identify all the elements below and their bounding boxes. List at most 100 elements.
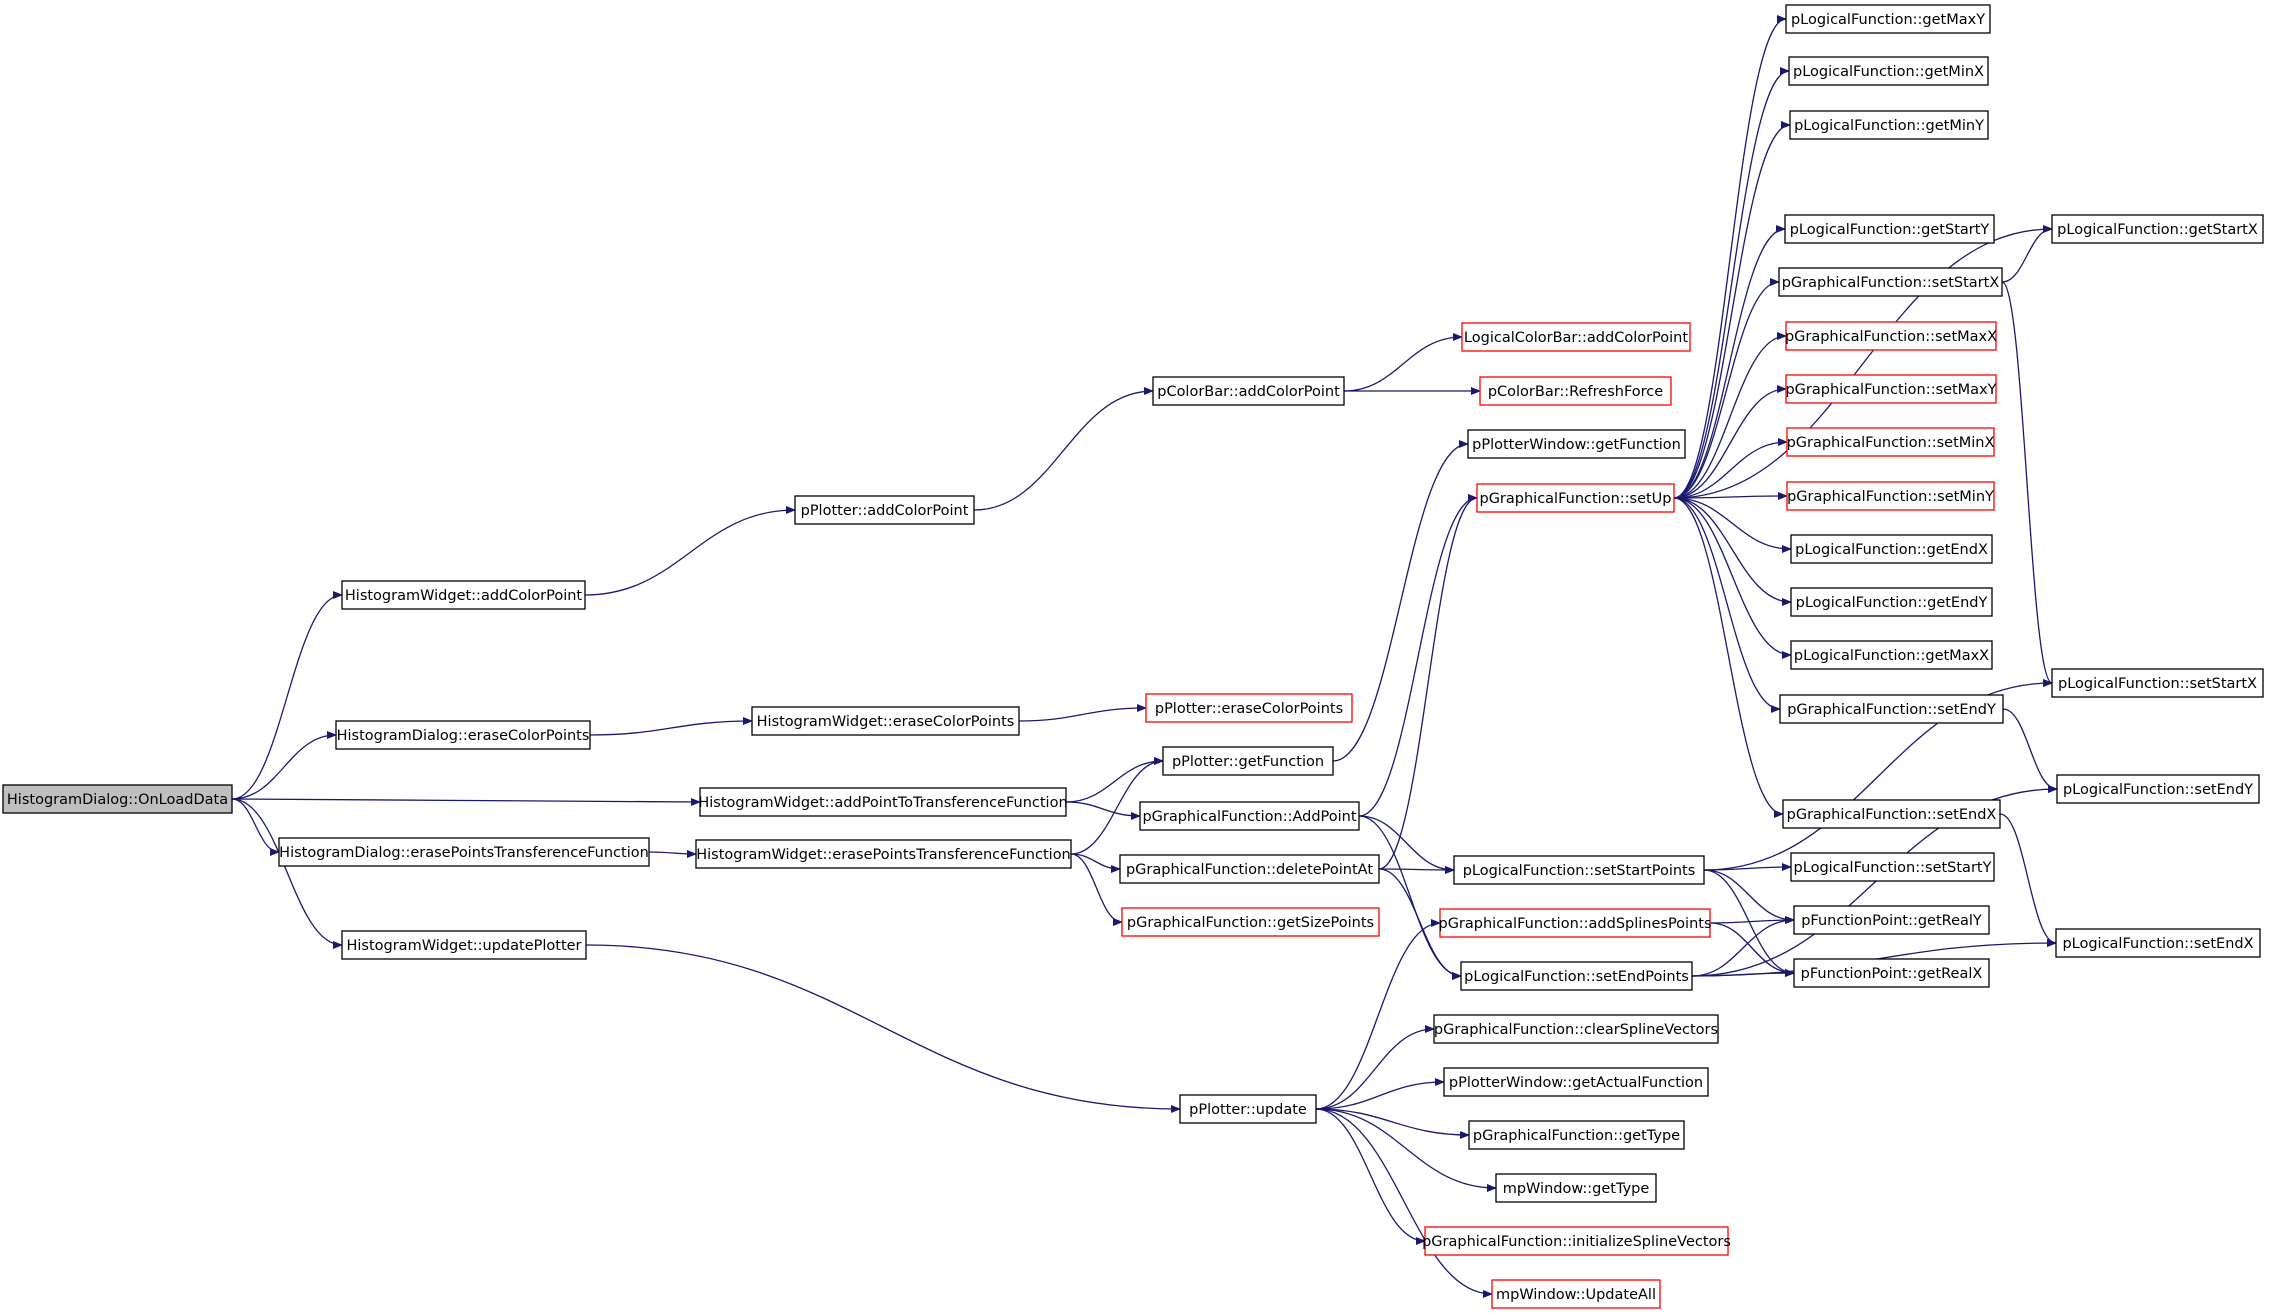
node-pplotter-erasecolorpoints[interactable]: pPlotter::eraseColorPoints — [1145, 693, 1353, 723]
call-edge-n0-n4 — [231, 798, 280, 856]
call-edge-n19-n39 — [1673, 497, 1792, 606]
node-box — [1433, 1014, 1719, 1044]
node-pgraphicalfunction-setendy[interactable]: pGraphicalFunction::setEndY — [1779, 694, 2004, 724]
node-label: pGraphicalFunction::setEndX — [1787, 807, 1997, 823]
node-pcolorbar-refreshforce[interactable]: pColorBar::RefreshForce — [1479, 376, 1672, 406]
node-pfunctionpoint-getrealy[interactable]: pFunctionPoint::getRealY — [1793, 905, 1990, 935]
node-plogicalfunction-setendpoints[interactable]: pLogicalFunction::setEndPoints — [1460, 961, 1693, 991]
node-label: pLogicalFunction::setEndX — [2062, 936, 2253, 952]
node-pgraphicalfunction-initializesplinevectors[interactable]: pGraphicalFunction::initializeSplineVect… — [1422, 1226, 1731, 1256]
node-histogramwidget-addpointtotransferencefunction[interactable]: HistogramWidget::addPointToTransferenceF… — [698, 787, 1068, 817]
call-edge-n21-n44 — [1709, 916, 1795, 925]
node-label: HistogramWidget::addPointToTransferenceF… — [698, 795, 1067, 811]
call-edge-n13-n19 — [1378, 494, 1478, 870]
call-edge-n15-n28 — [1315, 1108, 1493, 1298]
node-box — [1785, 4, 1991, 34]
node-plogicalfunction-getendy[interactable]: pLogicalFunction::getEndY — [1790, 587, 1993, 617]
node-plogicalfunction-setendy[interactable]: pLogicalFunction::setEndY — [2056, 774, 2260, 804]
node-plogicalfunction-getmaxx[interactable]: pLogicalFunction::getMaxX — [1790, 640, 1993, 670]
node-histogramwidget-erasecolorpoints[interactable]: HistogramWidget::eraseColorPoints — [751, 706, 1020, 736]
node-pgraphicalfunction-addsplinespoints[interactable]: pGraphicalFunction::addSplinesPoints — [1438, 908, 1712, 938]
node-box — [1467, 429, 1686, 459]
call-edge-n12-n20 — [1358, 815, 1455, 874]
call-edge-n4-n8 — [648, 849, 697, 858]
call-edge-n8-n11 — [1070, 757, 1164, 855]
node-pplotter-update[interactable]: pPlotter::update — [1179, 1094, 1317, 1124]
call-edge-n0-n2 — [231, 731, 337, 800]
node-box — [794, 495, 975, 525]
node-box — [2055, 928, 2261, 958]
node-plogicalfunction-setendx[interactable]: pLogicalFunction::setEndX — [2055, 928, 2261, 958]
node-histogramwidget-erasepointstransferencefunction[interactable]: HistogramWidget::erasePointsTransference… — [695, 839, 1072, 869]
node-pgraphicalfunction-setmaxx[interactable]: pGraphicalFunction::setMaxX — [1785, 321, 1997, 351]
node-plogicalfunction-setstartpoints[interactable]: pLogicalFunction::setStartPoints — [1453, 855, 1705, 885]
call-edge-n19-n35 — [1673, 385, 1787, 499]
node-pcolorbar-addcolorpoint[interactable]: pColorBar::addColorPoint — [1152, 376, 1345, 406]
node-histogramdialog-onloaddata[interactable]: HistogramDialog::OnLoadData — [2, 784, 233, 814]
node-pgraphicalfunction-deletepointat[interactable]: pGraphicalFunction::deletePointAt — [1119, 854, 1380, 884]
node-box — [1779, 694, 2004, 724]
node-pgraphicalfunction-setstartx[interactable]: pGraphicalFunction::setStartX — [1778, 267, 2003, 297]
node-label: pLogicalFunction::getMaxX — [1794, 648, 1989, 664]
node-histogramwidget-updateplotter[interactable]: HistogramWidget::updatePlotter — [341, 930, 587, 960]
call-edge-n15-n26 — [1315, 1108, 1497, 1192]
node-box — [1491, 1279, 1661, 1309]
node-box — [1778, 267, 2003, 297]
node-pgraphicalfunction-setminy[interactable]: pGraphicalFunction::setMinY — [1786, 481, 1995, 511]
node-pplotterwindow-getfunction[interactable]: pPlotterWindow::getFunction — [1467, 429, 1686, 459]
call-edge-n19-n38 — [1673, 497, 1792, 553]
node-label: pLogicalFunction::setStartX — [2058, 676, 2257, 692]
call-edge-n7-n10 — [1018, 704, 1147, 722]
node-pgraphicalfunction-addpoint[interactable]: pGraphicalFunction::AddPoint — [1139, 801, 1360, 831]
node-plogicalfunction-setstarty[interactable]: pLogicalFunction::setStartY — [1790, 852, 1995, 882]
node-label: HistogramWidget::addColorPoint — [345, 588, 583, 604]
node-label: pColorBar::RefreshForce — [1488, 384, 1663, 400]
node-plogicalfunction-getstartx[interactable]: pLogicalFunction::getStartX — [2051, 214, 2264, 244]
node-box — [278, 837, 650, 867]
node-pfunctionpoint-getrealx[interactable]: pFunctionPoint::getRealX — [1793, 958, 1990, 988]
call-edge-n33-n47 — [2001, 281, 2053, 687]
node-label: pGraphicalFunction::setStartX — [1782, 275, 2000, 291]
call-edge-n3-n11 — [1065, 757, 1164, 803]
node-box — [1790, 852, 1995, 882]
node-box — [751, 706, 1020, 736]
node-box — [1162, 746, 1334, 776]
function-nodes: HistogramDialog::OnLoadDataHistogramWidg… — [2, 4, 2264, 1309]
node-box — [695, 839, 1072, 869]
node-plogicalfunction-getstarty[interactable]: pLogicalFunction::getStartY — [1784, 214, 1995, 244]
node-box — [1139, 801, 1360, 831]
call-edge-n19-n40 — [1673, 497, 1792, 659]
node-label: pLogicalFunction::setEndY — [2063, 782, 2253, 798]
node-plogicalfunction-getendx[interactable]: pLogicalFunction::getEndX — [1790, 534, 1993, 564]
node-pgraphicalfunction-getsizepoints[interactable]: pGraphicalFunction::getSizePoints — [1121, 907, 1380, 937]
node-pgraphicalfunction-gettype[interactable]: pGraphicalFunction::getType — [1468, 1120, 1685, 1150]
node-pgraphicalfunction-setendx[interactable]: pGraphicalFunction::setEndX — [1782, 799, 2001, 829]
node-plogicalfunction-setstartx[interactable]: pLogicalFunction::setStartX — [2051, 668, 2264, 698]
node-label: pLogicalFunction::getEndX — [1795, 542, 1988, 558]
node-plogicalfunction-getmaxy[interactable]: pLogicalFunction::getMaxY — [1785, 4, 1991, 34]
node-pgraphicalfunction-clearsplinevectors[interactable]: pGraphicalFunction::clearSplineVectors — [1433, 1014, 1719, 1044]
call-edge-n42-n49 — [1999, 813, 2057, 947]
node-mpwindow-gettype[interactable]: mpWindow::getType — [1495, 1173, 1657, 1203]
call-edge-n41-n48 — [2002, 708, 2058, 793]
call-edge-n13-n22 — [1378, 868, 1462, 980]
node-pgraphicalfunction-setminx[interactable]: pGraphicalFunction::setMinX — [1786, 427, 1995, 457]
call-edge-n13-n20 — [1378, 865, 1455, 874]
node-pgraphicalfunction-setup[interactable]: pGraphicalFunction::setUp — [1476, 483, 1675, 513]
node-plogicalfunction-getminx[interactable]: pLogicalFunction::getMinX — [1788, 56, 1989, 86]
node-pplotter-addcolorpoint[interactable]: pPlotter::addColorPoint — [794, 495, 975, 525]
node-box — [1784, 214, 1995, 244]
node-mpwindow-updateall[interactable]: mpWindow::UpdateAll — [1491, 1279, 1661, 1309]
node-pplotterwindow-getactualfunction[interactable]: pPlotterWindow::getActualFunction — [1443, 1067, 1709, 1097]
node-pgraphicalfunction-setmaxy[interactable]: pGraphicalFunction::setMaxY — [1785, 374, 1997, 404]
node-logicalcolorbar-addcolorpoint[interactable]: LogicalColorBar::addColorPoint — [1461, 322, 1691, 352]
node-label: pPlotter::update — [1189, 1102, 1307, 1118]
node-pplotter-getfunction[interactable]: pPlotter::getFunction — [1162, 746, 1334, 776]
node-histogramdialog-erasecolorpoints[interactable]: HistogramDialog::eraseColorPoints — [335, 720, 591, 750]
node-histogramdialog-erasepointstransferencefunction[interactable]: HistogramDialog::erasePointsTransference… — [278, 837, 650, 867]
node-label: pLogicalFunction::setEndPoints — [1464, 969, 1689, 985]
node-box — [1479, 376, 1672, 406]
node-histogramwidget-addcolorpoint[interactable]: HistogramWidget::addColorPoint — [341, 580, 586, 610]
call-edge-n6-n9 — [973, 387, 1154, 511]
node-plogicalfunction-getminy[interactable]: pLogicalFunction::getMinY — [1789, 110, 1989, 140]
